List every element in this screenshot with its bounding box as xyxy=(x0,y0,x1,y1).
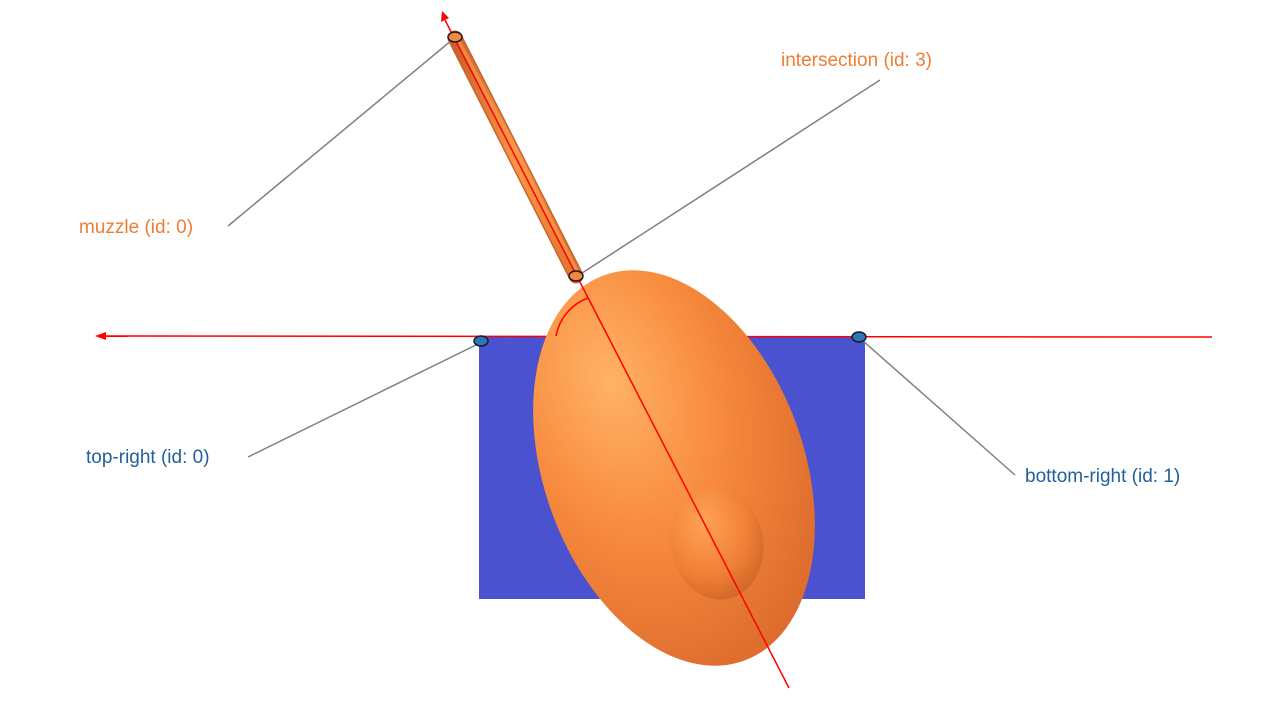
top-right-label: top-right (id: 0) xyxy=(86,447,210,468)
intersection-point xyxy=(568,270,584,282)
horizontal-axis-arrowhead xyxy=(95,332,106,340)
angle-arc xyxy=(555,297,589,337)
orange-bump xyxy=(670,486,764,600)
diagonal-axis-arrowhead xyxy=(441,11,449,22)
bottom-right-point xyxy=(851,331,867,343)
intersection-label: intersection (id: 3) xyxy=(781,50,933,71)
leader-line-muzzle xyxy=(227,39,453,227)
top-right-point xyxy=(473,335,489,347)
muzzle-point xyxy=(447,31,463,43)
muzzle-label: muzzle (id: 0) xyxy=(79,217,194,238)
leader-line-top-right xyxy=(247,342,481,458)
diagonal-axis-line xyxy=(444,19,790,689)
leader-line-intersection xyxy=(578,79,881,276)
bottom-right-label: bottom-right (id: 1) xyxy=(1025,466,1181,487)
orange-body xyxy=(533,270,815,666)
leader-line-bottom-right xyxy=(861,339,1016,476)
